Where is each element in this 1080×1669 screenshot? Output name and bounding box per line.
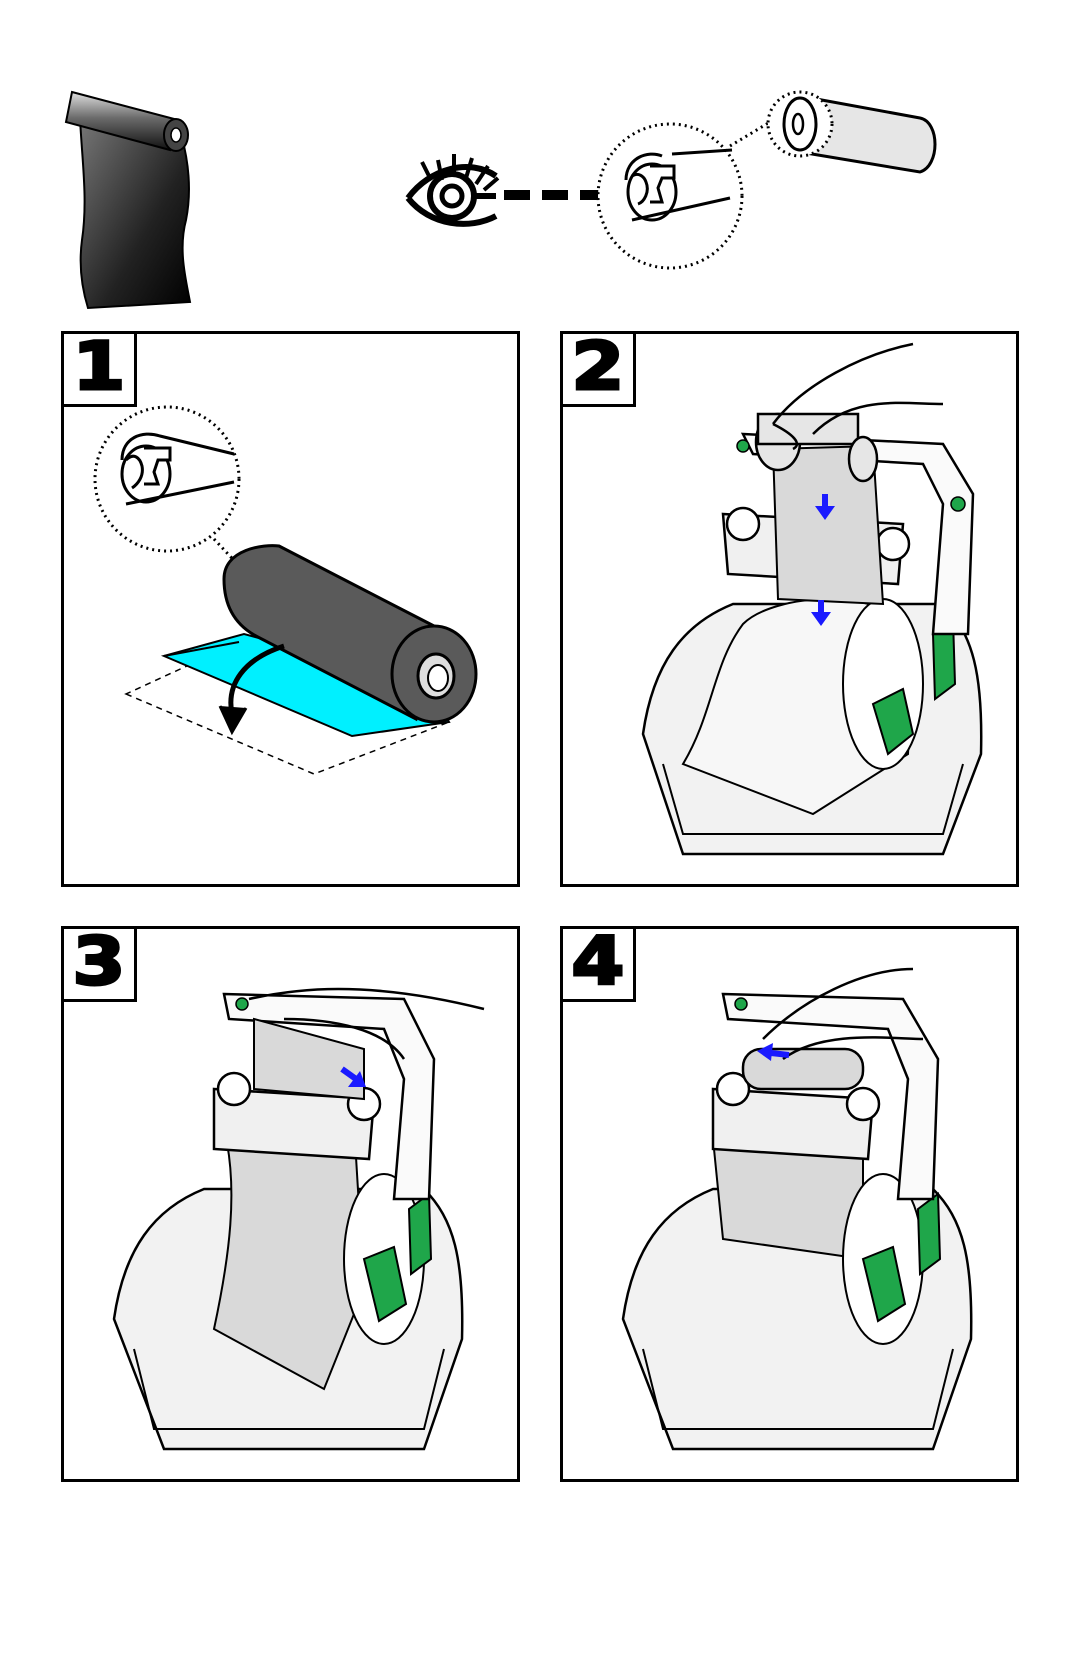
left-arrow-icon — [757, 1043, 790, 1061]
ribbon-roll-icon — [60, 80, 200, 310]
step-3-panel: 3 — [61, 926, 520, 1482]
step-1-number: 1 — [64, 334, 137, 407]
unroll-arrow-icon — [218, 643, 285, 736]
hand-icon — [772, 342, 944, 435]
step-1-panel: 1 — [61, 331, 520, 887]
step-2-number: 2 — [563, 334, 636, 407]
step-4-illustration — [621, 967, 973, 1451]
step-2-panel: 2 — [560, 331, 1019, 887]
media-guide-green — [871, 687, 915, 756]
insert-arrow-icon — [340, 1066, 366, 1087]
step-1-illustration — [93, 405, 478, 775]
notch-detail-icon — [93, 405, 241, 553]
step-4-panel: 4 — [560, 926, 1019, 1482]
hand-icon — [762, 967, 924, 1061]
ribbon-sheet — [771, 444, 885, 606]
core-inspection-diagram — [400, 80, 1010, 290]
notch-magnifier-icon — [596, 122, 744, 270]
eye-icon — [405, 154, 500, 227]
step-3-illustration — [112, 987, 485, 1451]
step-4-number: 4 — [563, 929, 636, 1002]
step-2-illustration — [641, 342, 983, 856]
down-arrow-icon — [811, 494, 835, 626]
hand-icon — [248, 987, 485, 1060]
sight-line-dashes — [504, 190, 606, 200]
ribbon-roll-icon — [222, 544, 478, 724]
step-3-number: 3 — [64, 929, 137, 1002]
ribbon-sheet — [212, 1122, 366, 1391]
ribbon-core-icon — [766, 90, 937, 174]
